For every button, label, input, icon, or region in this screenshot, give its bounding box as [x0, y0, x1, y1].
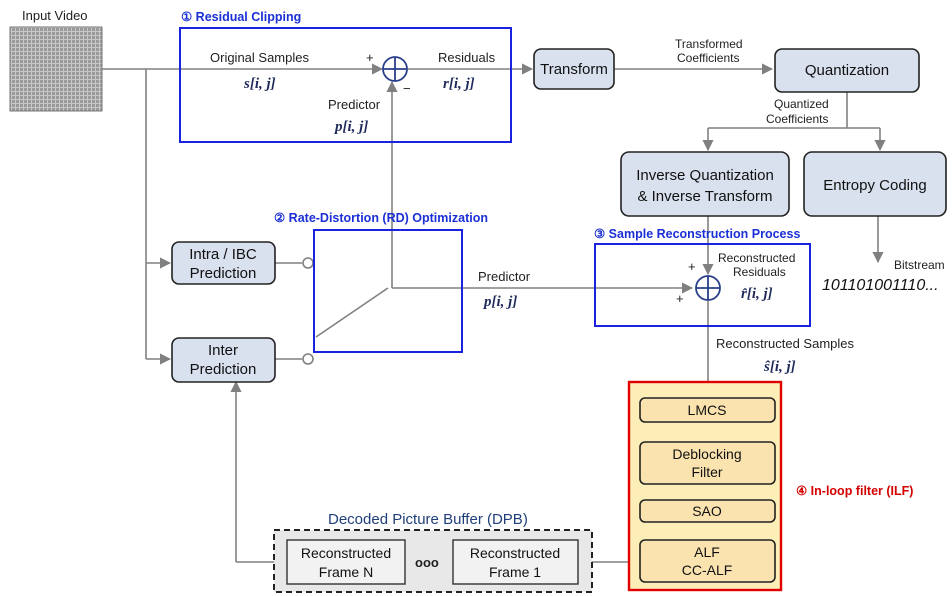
frame-n-label-2: Frame N — [319, 564, 373, 580]
intra-prediction-block: Intra / IBC Prediction — [171, 241, 276, 285]
original-samples-label: Original Samples — [210, 50, 309, 65]
predictor-mid-math: p[i, j] — [482, 294, 517, 310]
in-loop-filter-title: ④ In-loop filter (ILF) — [796, 484, 913, 498]
predictor-top-math: p[i, j] — [333, 119, 368, 135]
residual-clipping-title: ① Residual Clipping — [181, 10, 301, 24]
rd-optimization-region — [313, 229, 463, 353]
alf-label-2: CC-ALF — [682, 562, 733, 578]
intra-label-2: Prediction — [190, 265, 257, 282]
recon-plus-sign-left: + — [676, 291, 684, 306]
deblocking-label-2: Filter — [691, 464, 722, 480]
frame-1-label-1: Reconstructed — [470, 545, 560, 561]
quantized-coefficients-label-2: Coefficients — [766, 112, 828, 126]
inter-label-2: Prediction — [190, 361, 257, 378]
quantized-coefficients-label-1: Quantized — [774, 97, 829, 111]
dpb-ellipsis: ooo — [415, 555, 439, 570]
predictor-mid-label: Predictor — [478, 269, 531, 284]
bitstream-label: Bitstream — [894, 258, 945, 272]
entropy-coding-label: Entropy Coding — [823, 177, 926, 194]
residual-plus-sign: + — [366, 50, 374, 65]
residual-clipping-region — [179, 27, 512, 143]
inverse-quantization-block: Inverse Quantization & Inverse Transform — [620, 151, 790, 217]
rd-optimization-title: ② Rate-Distortion (RD) Optimization — [274, 211, 488, 225]
sao-block: SAO — [639, 499, 776, 523]
transformed-coefficients-label-2: Coefficients — [677, 51, 739, 65]
transform-label: Transform — [540, 61, 608, 78]
deblocking-label-1: Deblocking — [672, 446, 741, 462]
quantization-label: Quantization — [805, 62, 889, 79]
transformed-coefficients-label-1: Transformed — [675, 37, 743, 51]
recon-residuals-label-2: Residuals — [733, 265, 786, 279]
recon-samples-math: ŝ[i, j] — [763, 359, 796, 375]
inter-label-1: Inter — [208, 342, 238, 359]
original-samples-math: s[i, j] — [243, 76, 276, 92]
bitstream-bits: 101101001110... — [822, 277, 939, 294]
input-video-label: Input Video — [22, 8, 88, 23]
residual-adder — [382, 56, 408, 82]
inverse-quant-label-1: Inverse Quantization — [636, 167, 774, 184]
inverse-quant-label-2: & Inverse Transform — [637, 188, 772, 205]
alf-label-1: ALF — [694, 544, 720, 560]
frame-1-block: Reconstructed Frame 1 — [452, 539, 579, 585]
entropy-coding-block: Entropy Coding — [803, 151, 947, 217]
sample-reconstruction-region — [594, 243, 811, 327]
recon-residuals-math: r̂[i, j] — [741, 286, 773, 302]
frame-1-label-2: Frame 1 — [489, 564, 541, 580]
lmcs-label: LMCS — [688, 402, 727, 418]
residuals-math: r[i, j] — [443, 76, 475, 92]
sample-reconstruction-title: ③ Sample Reconstruction Process — [594, 227, 800, 241]
frame-n-block: Reconstructed Frame N — [286, 539, 406, 585]
recon-residuals-label-1: Reconstructed — [718, 251, 795, 265]
connection-wires — [102, 63, 886, 568]
alf-block: ALF CC-ALF — [639, 539, 776, 583]
inter-prediction-block: Inter Prediction — [171, 337, 276, 383]
transform-block: Transform — [533, 48, 615, 90]
dpb-title: Decoded Picture Buffer (DPB) — [328, 511, 528, 528]
intra-label-1: Intra / IBC — [189, 246, 257, 263]
predictor-top-label: Predictor — [328, 97, 381, 112]
lmcs-block: LMCS — [639, 397, 776, 423]
recon-samples-label: Reconstructed Samples — [716, 336, 855, 351]
input-video-thumbnail — [9, 26, 103, 112]
frame-n-label-1: Reconstructed — [301, 545, 391, 561]
deblocking-filter-block: Deblocking Filter — [639, 441, 776, 485]
quantization-block: Quantization — [774, 48, 920, 93]
residual-minus-sign: − — [403, 81, 411, 96]
reconstruction-adder — [695, 275, 721, 301]
sao-label: SAO — [692, 503, 722, 519]
recon-plus-sign-top: + — [688, 259, 696, 274]
residuals-label: Residuals — [438, 50, 496, 65]
